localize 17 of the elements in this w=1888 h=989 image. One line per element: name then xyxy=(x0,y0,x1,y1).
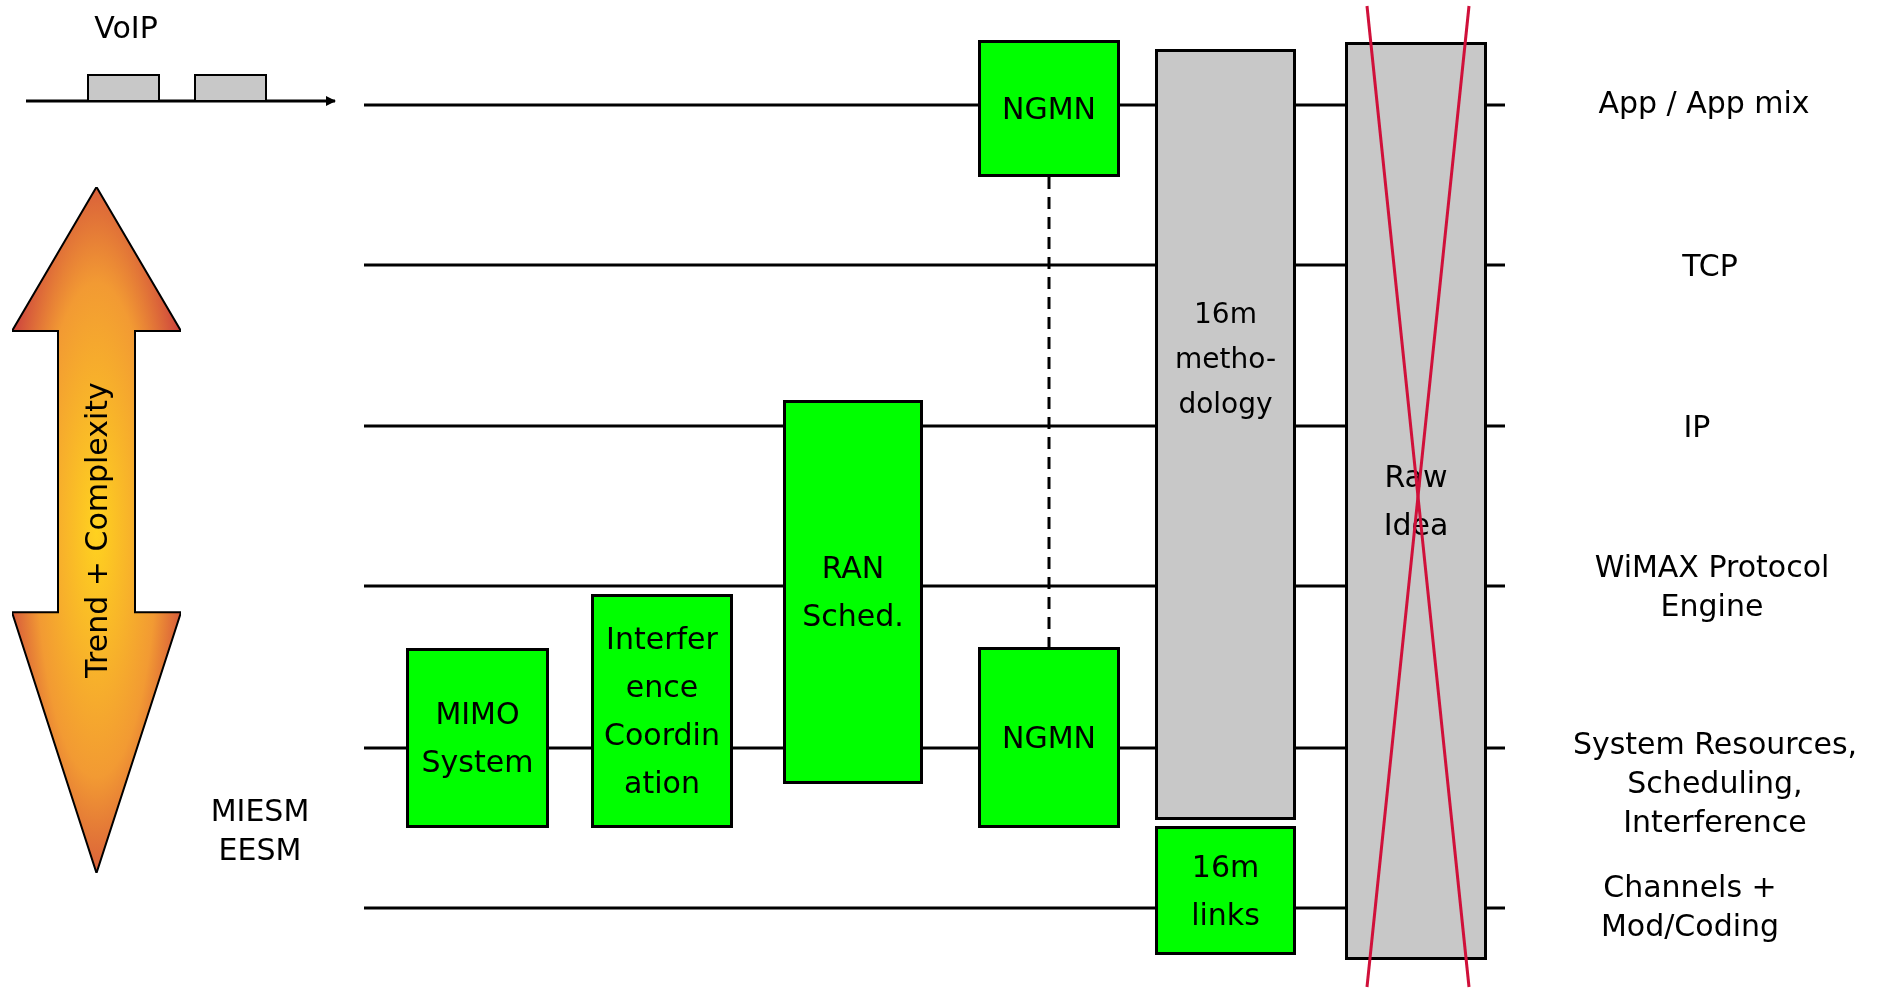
layer-label: Channels + Mod/Coding xyxy=(1599,868,1781,945)
layer-label: IP xyxy=(1682,407,1712,446)
dashed-line xyxy=(1047,177,1051,647)
process-box: RAN Sched. xyxy=(783,400,923,784)
process-box: 16m links xyxy=(1155,826,1296,955)
process-box: NGMN xyxy=(978,40,1120,177)
layer-label: TCP xyxy=(1681,246,1739,285)
process-box: Interfer ence Coordin ation xyxy=(591,594,733,828)
process-box: NGMN xyxy=(978,647,1120,828)
layer-label: App / App mix xyxy=(1597,83,1811,122)
arrow-label: Trend + Complexity xyxy=(77,382,115,678)
layer-label: WiMAX Protocol Engine xyxy=(1593,548,1831,625)
text-label: MIESM EESM xyxy=(209,792,311,869)
text-label: VoIP xyxy=(93,8,159,47)
process-box: MIMO System xyxy=(406,648,549,828)
process-box: 16m metho- dology xyxy=(1155,49,1296,820)
layer-label: System Resources, Scheduling, Interference xyxy=(1571,724,1859,841)
